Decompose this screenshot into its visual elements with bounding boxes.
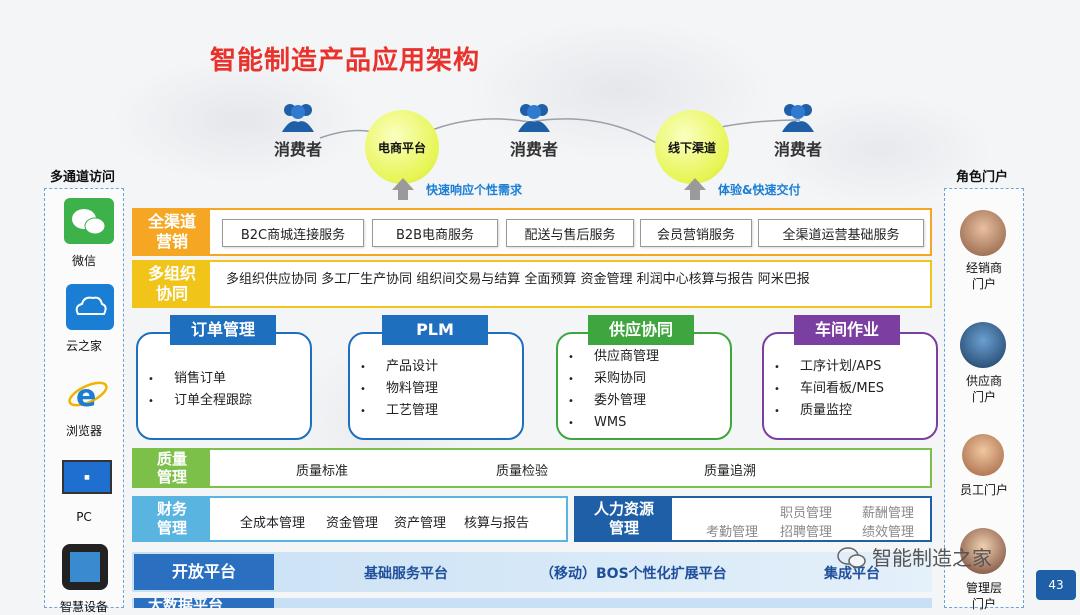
finance-label: 财务 管理 bbox=[134, 498, 210, 540]
module-item[interactable]: 物料管理 bbox=[360, 378, 438, 400]
note-left: 快速响应个性需求 bbox=[426, 183, 523, 197]
module-item[interactable]: 质量监控 bbox=[774, 400, 884, 422]
module-title: 车间作业 bbox=[794, 315, 900, 345]
watermark: 智能制造之家 bbox=[836, 542, 992, 571]
dealer-avatar[interactable] bbox=[960, 210, 1006, 256]
cloud-icon[interactable] bbox=[66, 284, 114, 330]
ie-browser-icon[interactable]: e bbox=[66, 372, 110, 416]
consumer-3: 消费者 bbox=[768, 100, 828, 160]
consumer-1: 消费者 bbox=[268, 100, 328, 160]
quality-label: 质量 管理 bbox=[134, 450, 210, 486]
multi-org-label: 多组织 协同 bbox=[134, 262, 210, 306]
up-arrow-right bbox=[684, 178, 706, 200]
page-number: 43 bbox=[1036, 570, 1076, 600]
manager-avatar[interactable] bbox=[960, 528, 1006, 574]
hr-item[interactable]: 薪酬管理 bbox=[862, 506, 915, 521]
consumer-icon bbox=[518, 104, 550, 132]
right-item-label: 经销商 门户 bbox=[965, 261, 1002, 291]
module-title: 供应协同 bbox=[588, 315, 694, 345]
omni-service-chip[interactable]: 配送与售后服务 bbox=[506, 219, 634, 247]
watermark-text: 智能制造之家 bbox=[872, 546, 992, 570]
quality-band bbox=[132, 448, 932, 488]
wechat-watermark-icon bbox=[837, 546, 866, 568]
finance-item[interactable]: 全成本管理 bbox=[240, 516, 306, 531]
left-panel bbox=[44, 188, 124, 608]
module-item-list: 产品设计 物料管理 工艺管理 bbox=[360, 356, 438, 422]
finance-item[interactable]: 核算与报告 bbox=[464, 516, 530, 531]
finance-item[interactable]: 资金管理 bbox=[326, 516, 379, 531]
employee-avatar[interactable] bbox=[962, 434, 1004, 476]
left-item-label: 浏览器 bbox=[65, 424, 102, 438]
left-item-label: 微信 bbox=[71, 254, 96, 268]
right-item-label: 员工门户 bbox=[959, 483, 1008, 497]
quality-item[interactable]: 质量标准 bbox=[296, 464, 349, 479]
module-item-list: 销售订单 订单全程跟踪 bbox=[148, 368, 252, 412]
finance-item[interactable]: 资产管理 bbox=[394, 516, 447, 531]
note-right: 体验&快速交付 bbox=[718, 183, 801, 197]
left-item-label: PC bbox=[76, 510, 92, 524]
hr-item[interactable]: 招聘管理 bbox=[780, 525, 833, 540]
module-item[interactable]: WMS bbox=[568, 412, 659, 434]
multi-org-text: 多组织供应协同 多工厂生产协同 组织间交易与结算 全面预算 资金管理 利润中心核… bbox=[226, 272, 810, 287]
svg-text:e: e bbox=[76, 379, 96, 414]
hr-item[interactable]: 考勤管理 bbox=[706, 525, 759, 540]
left-item-label: 智慧设备 bbox=[59, 600, 108, 614]
consumer-icon bbox=[782, 104, 814, 132]
supplier-avatar[interactable] bbox=[960, 322, 1006, 368]
omni-service-chip[interactable]: B2C商城连接服务 bbox=[222, 219, 364, 247]
module-title: PLM bbox=[382, 315, 488, 345]
hr-item[interactable]: 职员管理 bbox=[780, 506, 833, 521]
module-item[interactable]: 工序计划/APS bbox=[774, 356, 884, 378]
module-item[interactable]: 采购协同 bbox=[568, 368, 659, 390]
multi-org-band bbox=[132, 260, 932, 308]
quality-item[interactable]: 质量追溯 bbox=[704, 464, 757, 479]
up-arrow-left bbox=[392, 178, 414, 200]
page-title: 智能制造产品应用架构 bbox=[210, 46, 481, 76]
bigdata-band bbox=[132, 598, 932, 608]
ecommerce-platform: 电商平台 bbox=[365, 110, 439, 184]
smart-device-icon[interactable] bbox=[62, 544, 108, 590]
open-platform-item[interactable]: 集成平台 bbox=[824, 566, 880, 582]
module-item[interactable]: 订单全程跟踪 bbox=[148, 390, 252, 412]
right-panel-title: 角色门户 bbox=[956, 170, 1009, 185]
omni-channel-label: 全渠道 营销 bbox=[134, 210, 210, 254]
right-item-label: 供应商 门户 bbox=[965, 374, 1002, 404]
module-item[interactable]: 委外管理 bbox=[568, 390, 659, 412]
module-item[interactable]: 供应商管理 bbox=[568, 346, 659, 368]
hr-label: 人力资源 管理 bbox=[576, 498, 672, 540]
module-item[interactable]: 销售订单 bbox=[148, 368, 252, 390]
consumer-2: 消费者 bbox=[504, 100, 564, 160]
omni-service-chip[interactable]: B2B电商服务 bbox=[372, 219, 498, 247]
right-item-label: 管理层 门户 bbox=[965, 581, 1002, 611]
left-item-label: 云之家 bbox=[65, 339, 102, 353]
wechat-icon[interactable] bbox=[64, 198, 114, 244]
open-platform-item[interactable]: 基础服务平台 bbox=[364, 566, 448, 582]
module-item[interactable]: 产品设计 bbox=[360, 356, 438, 378]
module-item[interactable]: 车间看板/MES bbox=[774, 378, 884, 400]
module-item-list: 供应商管理 采购协同 委外管理 WMS bbox=[568, 346, 659, 434]
offline-channel: 线下渠道 bbox=[655, 110, 729, 184]
quality-item[interactable]: 质量检验 bbox=[496, 464, 549, 479]
left-panel-title: 多通道访问 bbox=[50, 170, 116, 185]
open-platform-label: 开放平台 bbox=[134, 554, 274, 590]
bigdata-label: 大数据平台 bbox=[134, 598, 274, 608]
hr-item[interactable]: 绩效管理 bbox=[862, 525, 915, 540]
module-title: 订单管理 bbox=[170, 315, 276, 345]
open-platform-item[interactable]: （移动）BOS个性化扩展平台 bbox=[540, 566, 727, 582]
omni-service-chip[interactable]: 会员营销服务 bbox=[640, 219, 752, 247]
consumer-icon bbox=[282, 104, 314, 132]
module-item-list: 工序计划/APS 车间看板/MES 质量监控 bbox=[774, 356, 884, 422]
omni-service-chip[interactable]: 全渠道运营基础服务 bbox=[758, 219, 924, 247]
module-item[interactable]: 工艺管理 bbox=[360, 400, 438, 422]
pc-icon[interactable]: ■ bbox=[62, 460, 112, 494]
